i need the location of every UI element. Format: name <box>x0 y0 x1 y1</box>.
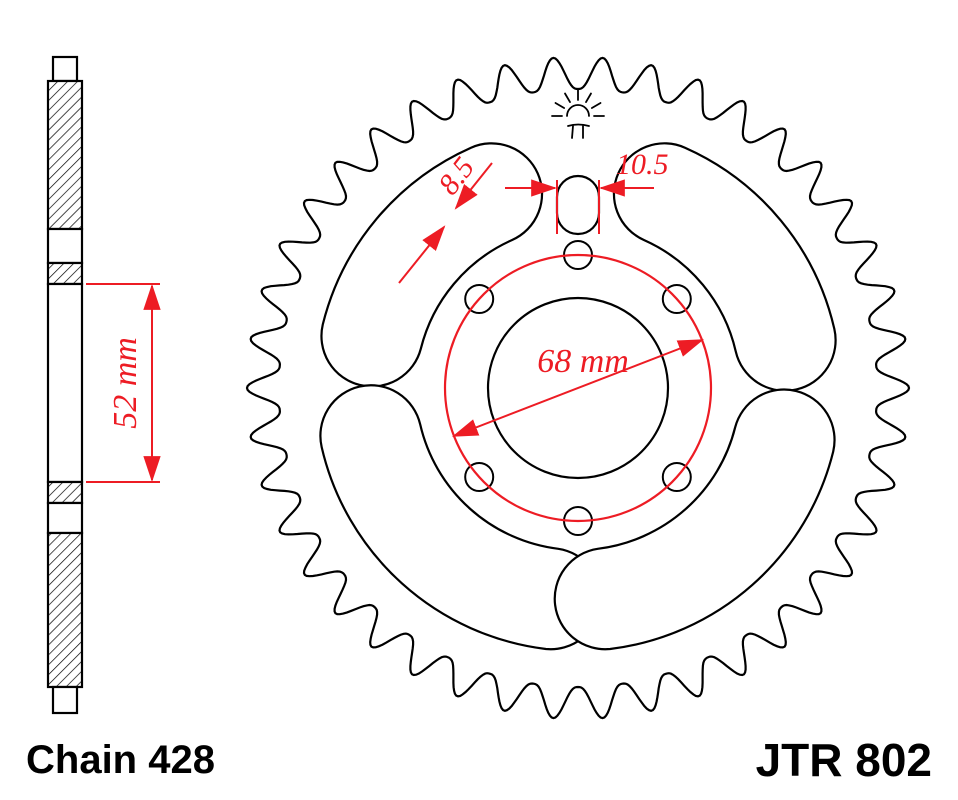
sun-icon <box>551 89 605 139</box>
dimension-line-68 <box>451 339 705 437</box>
arrow-line-upper <box>454 162 493 210</box>
side-hatched-block-bottom <box>46 531 84 689</box>
side-hub-segment <box>46 282 84 484</box>
side-hatched-band-lower <box>46 480 84 505</box>
dim-52mm-label: 52 mm <box>107 337 144 429</box>
side-hatched-band-upper <box>46 261 84 286</box>
sprocket-side-view <box>46 55 84 715</box>
arrow-line-lower <box>398 225 446 284</box>
part-number-label: JTR 802 <box>756 734 932 786</box>
bolt-circle-red <box>443 253 713 523</box>
side-bottom-cap <box>51 685 79 715</box>
dimension-68mm: 68 mm <box>451 339 705 437</box>
side-plain-segment <box>46 227 84 265</box>
chain-label: Chain 428 <box>26 738 215 782</box>
top-center-slot <box>555 174 601 236</box>
side-top-cap <box>51 55 79 83</box>
dim-68mm-label: 68 mm <box>537 343 629 380</box>
side-plain-segment-lower <box>46 501 84 535</box>
side-hatched-block-top <box>46 79 84 231</box>
dimension-52mm: 52 mm <box>86 283 161 483</box>
lightening-hole-bottom-right <box>553 388 836 651</box>
dimension-10-5: 10.5 <box>505 148 669 234</box>
dim-10-5-label: 10.5 <box>616 148 669 181</box>
